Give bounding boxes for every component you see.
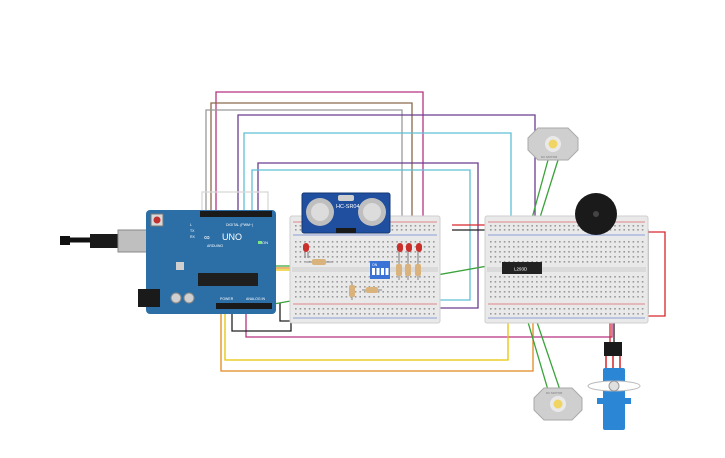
arduino-board (146, 210, 276, 314)
ultrasonic-pins[interactable] (336, 228, 356, 233)
motor-label: DC MOTOR (541, 155, 558, 159)
wire-cyan-outer[interactable] (243, 132, 512, 262)
tx-led-label: TX (190, 229, 195, 233)
wire-magenta-bottom[interactable] (245, 303, 613, 338)
usb-cable-plug (60, 236, 70, 245)
resistor[interactable] (396, 262, 402, 280)
led-red[interactable] (406, 243, 412, 262)
wire-grey[interactable] (205, 109, 403, 240)
analog-pins-label: ANALOG IN (246, 297, 266, 301)
breadboard-right[interactable] (484, 215, 649, 324)
led-red[interactable] (397, 243, 403, 262)
rx-led-label: RX (190, 235, 196, 239)
led-red[interactable] (416, 243, 422, 262)
arduino-logo-icon: ∞ (204, 233, 210, 242)
ultrasonic-sensor[interactable]: HC-SR04 (301, 192, 391, 234)
dip-toggle[interactable] (376, 268, 380, 275)
reset-button-cap[interactable] (153, 216, 161, 224)
resistor[interactable] (405, 262, 411, 280)
usb-connector (90, 234, 118, 248)
dip-toggle[interactable] (385, 268, 389, 275)
digital-header[interactable] (200, 211, 272, 217)
motor-label: DC MOTOR (546, 391, 563, 395)
servo-connector (604, 342, 622, 356)
motor-driver-label: L293D (514, 267, 528, 272)
dc-motor-top[interactable]: DC MOTOR (527, 127, 579, 161)
digital-pins-label: DIGITAL (PWM~) (226, 223, 253, 227)
leds[interactable] (303, 243, 422, 262)
on-led (258, 241, 262, 244)
resistor[interactable] (306, 259, 332, 265)
wire-brown[interactable] (210, 102, 413, 240)
power-pins-label: POWER (220, 297, 234, 301)
atmega-chip (198, 273, 258, 286)
dip-toggle[interactable] (372, 268, 375, 275)
arduino-maker-label: ARDUINO (207, 244, 223, 248)
resistor[interactable] (362, 287, 382, 293)
on-led-label: ON (262, 240, 268, 245)
capacitor (183, 292, 195, 304)
ultrasonic-model-label: HC-SR04 (336, 204, 360, 210)
breadboard-holes (295, 225, 435, 315)
dip-switch-label: ON (372, 263, 378, 267)
piezo-buzzer[interactable] (575, 193, 617, 235)
power-jack (138, 289, 160, 307)
center-channel (292, 267, 438, 272)
analog-header[interactable] (216, 303, 272, 309)
breadboard-holes (490, 225, 644, 315)
resistor[interactable] (415, 262, 421, 280)
arduino-uno[interactable]: UNO ∞ ARDUINO DIGITAL (PWM~) ANALOG IN P… (60, 210, 276, 314)
l-led-label: L (190, 223, 192, 227)
wire-purple-outer[interactable] (237, 114, 536, 260)
breadboard-left[interactable] (289, 215, 441, 324)
dip-switch[interactable]: ON (370, 261, 390, 279)
led-red[interactable] (303, 243, 309, 258)
dip-toggle[interactable] (381, 268, 384, 275)
crystal (338, 195, 354, 201)
servo-motor[interactable] (587, 342, 641, 430)
wire-white[interactable] (201, 191, 269, 213)
resistors[interactable] (306, 259, 421, 300)
center-channel (487, 267, 646, 272)
motor-driver-ic[interactable]: L293D (502, 262, 542, 274)
arduino-model-label: UNO (222, 232, 242, 242)
capacitor (170, 292, 182, 304)
dc-motor-bottom[interactable]: DC MOTOR (533, 387, 583, 421)
resistor[interactable] (349, 282, 355, 300)
crystal (176, 262, 184, 270)
